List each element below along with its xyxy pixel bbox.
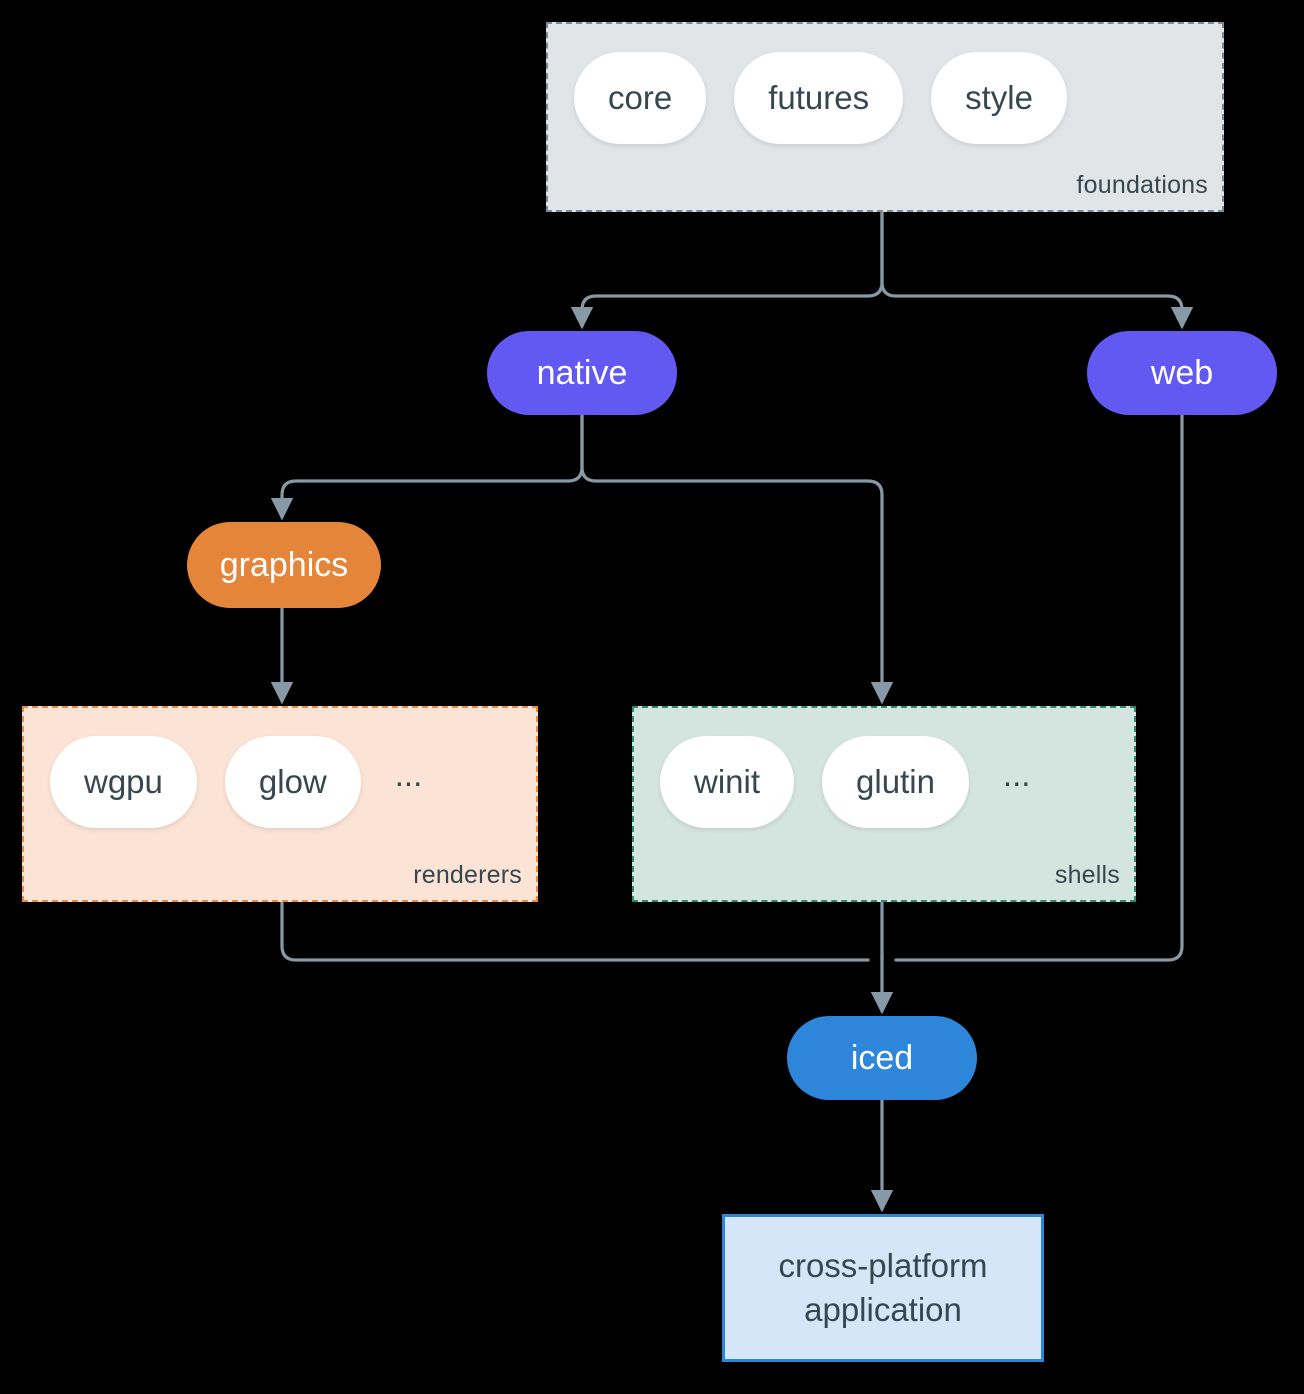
application-line-1: cross-platform [778, 1247, 988, 1285]
shells-items: winit glutin ... [660, 736, 1036, 828]
edge-foundations-native [570, 210, 884, 330]
node-cross-platform-application[interactable]: cross-platform application [722, 1214, 1044, 1362]
edge-foundations-web [880, 210, 1194, 330]
edge-native-shells [580, 413, 894, 705]
application-line-2: application [804, 1291, 962, 1328]
node-web[interactable]: web [1087, 331, 1277, 415]
node-core[interactable]: core [574, 52, 707, 144]
node-winit[interactable]: winit [660, 736, 795, 828]
group-label-shells: shells [1054, 861, 1120, 889]
node-glow[interactable]: glow [224, 736, 361, 828]
foundations-items: core futures style [574, 52, 1067, 144]
group-renderers: wgpu glow ... renderers [22, 706, 538, 902]
renderers-more-ellipsis: ... [394, 756, 423, 793]
renderers-items: wgpu glow ... [50, 736, 428, 828]
edge-native-graphics [270, 413, 584, 521]
node-graphics[interactable]: graphics [187, 522, 381, 608]
node-futures[interactable]: futures [734, 52, 904, 144]
node-style[interactable]: style [931, 52, 1067, 144]
group-label-renderers: renderers [413, 861, 522, 889]
group-foundations: core futures style foundations [546, 22, 1224, 212]
group-shells: winit glutin ... shells [632, 706, 1136, 902]
node-glutin[interactable]: glutin [822, 736, 969, 828]
edge-renderers-iced [280, 900, 870, 962]
shells-more-ellipsis: ... [1002, 756, 1031, 793]
node-iced[interactable]: iced [787, 1016, 977, 1100]
node-wgpu[interactable]: wgpu [50, 736, 197, 828]
group-label-foundations: foundations [1076, 171, 1208, 199]
node-native[interactable]: native [487, 331, 677, 415]
